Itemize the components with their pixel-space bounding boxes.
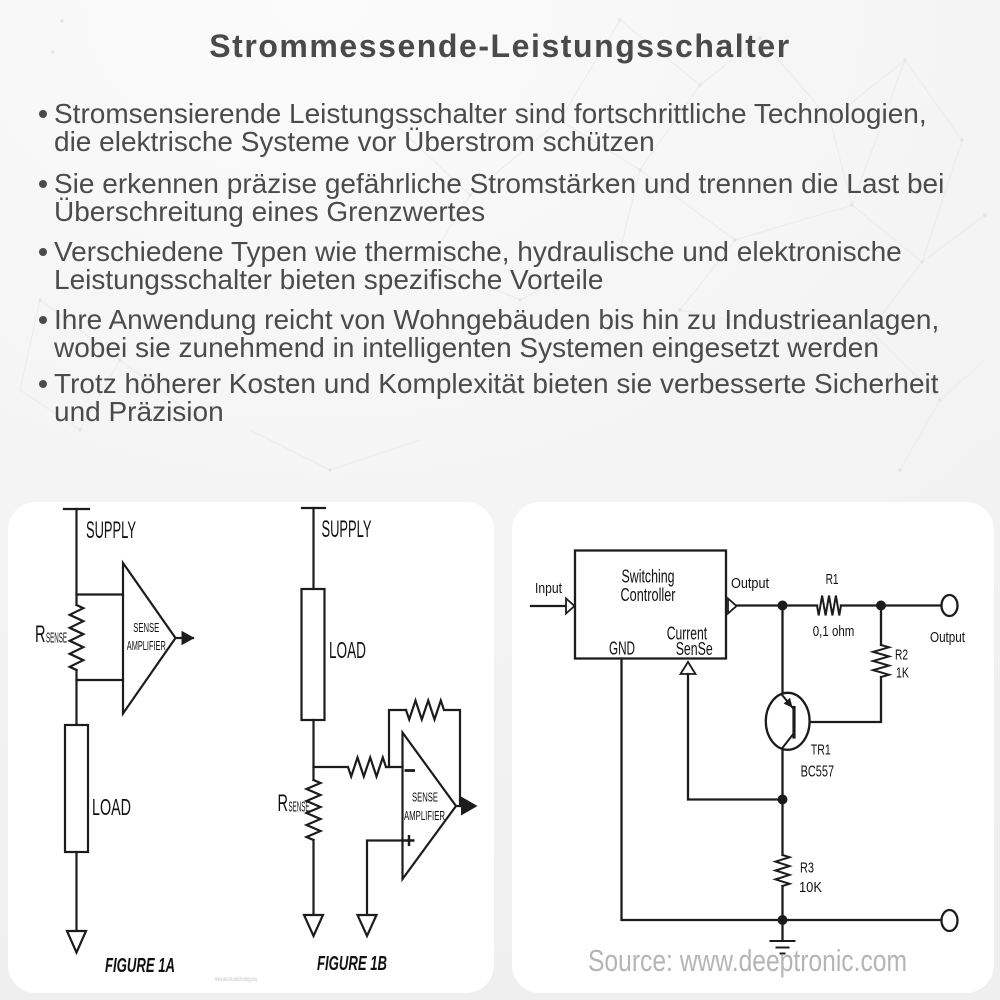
svg-text:FIGURE 1B: FIGURE 1B — [317, 953, 387, 975]
svg-text:Output: Output — [731, 575, 770, 592]
svg-text:R2: R2 — [895, 648, 908, 664]
svg-text:SUPPLY: SUPPLY — [86, 517, 136, 544]
svg-text:SENSE: SENSE — [412, 790, 438, 805]
svg-text:AMPLIFIER: AMPLIFIER — [404, 808, 445, 823]
svg-text:Current: Current — [667, 623, 708, 644]
svg-text:SENSE: SENSE — [46, 630, 67, 647]
svg-text:R: R — [278, 790, 289, 817]
svg-text:TR1: TR1 — [811, 742, 831, 759]
svg-text:SENSE: SENSE — [289, 799, 310, 816]
svg-text:Input: Input — [535, 580, 563, 597]
svg-text:FIGURE 1A: FIGURE 1A — [105, 955, 175, 977]
svg-text:10K: 10K — [799, 880, 822, 896]
svg-text:1K: 1K — [896, 666, 909, 682]
svg-text:R1: R1 — [826, 572, 839, 588]
svg-text:BC557: BC557 — [801, 764, 835, 781]
svg-text:SENSE: SENSE — [133, 621, 159, 635]
svg-text:0,1 ohm: 0,1 ohm — [813, 624, 855, 640]
svg-text:LOAD: LOAD — [92, 794, 131, 820]
svg-text:Switching: Switching — [622, 565, 675, 586]
svg-text:Source: www.deeptronic.com: Source: www.deeptronic.com — [588, 943, 907, 978]
svg-text:R3: R3 — [800, 861, 814, 877]
svg-text:www.electricaltechnology.org: www.electricaltechnology.org — [214, 977, 257, 983]
svg-text:GND: GND — [609, 637, 635, 658]
svg-text:Output: Output — [930, 629, 966, 646]
svg-text:Controller: Controller — [621, 584, 676, 605]
svg-text:LOAD: LOAD — [329, 637, 366, 663]
svg-text:R: R — [35, 621, 46, 648]
svg-text:SUPPLY: SUPPLY — [322, 516, 372, 543]
svg-text:AMPLIFIER: AMPLIFIER — [127, 639, 166, 653]
svg-text:SenSe: SenSe — [676, 638, 713, 659]
